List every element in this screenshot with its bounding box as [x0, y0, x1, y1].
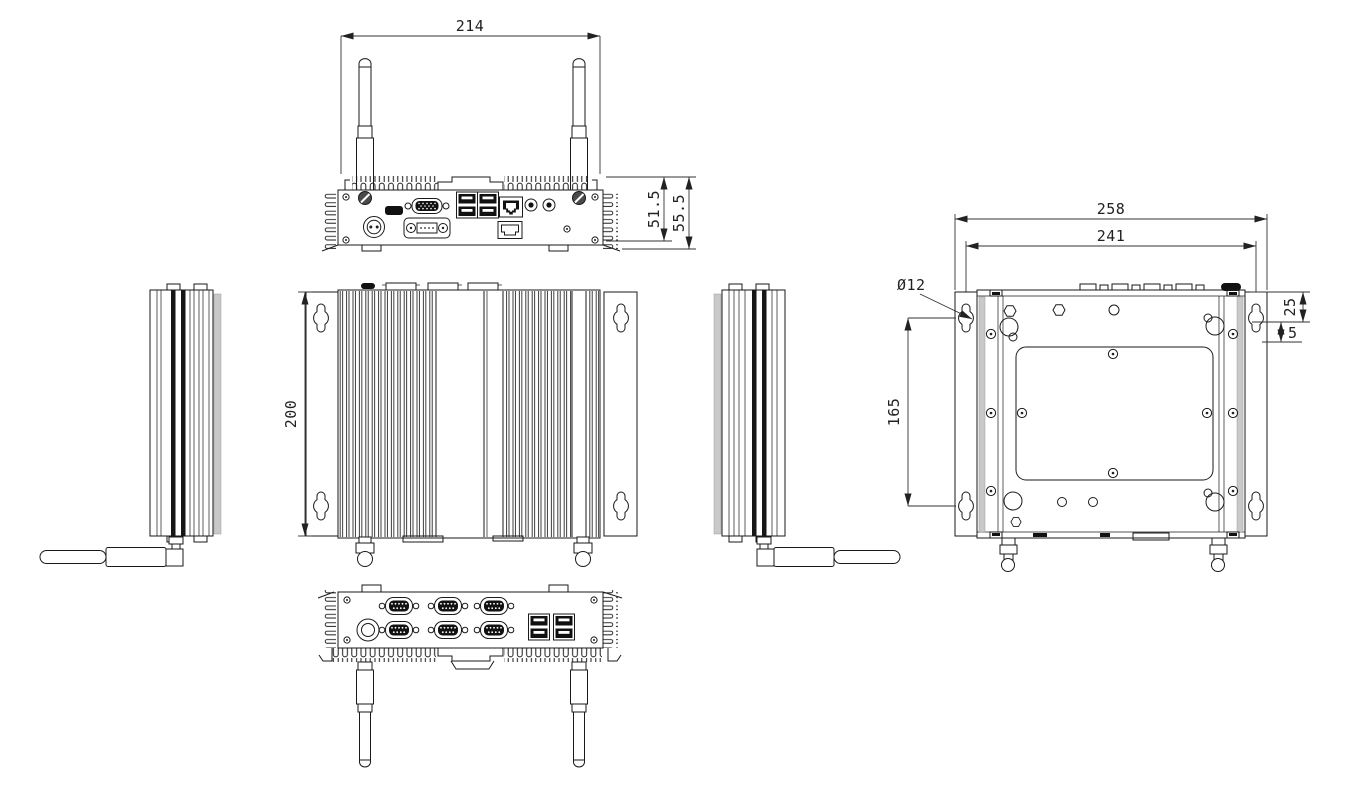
bottom-view: 258 241 [885, 200, 1310, 572]
front-edge-connectors [989, 531, 1240, 572]
front-foot-left [361, 244, 382, 252]
access-panel [1015, 346, 1214, 481]
antenna-nut-icon [571, 190, 587, 206]
antenna-nut-icon [357, 190, 373, 206]
rear-antenna-left [356, 661, 374, 768]
dim-bottom-width-overall: 258 [954, 200, 1268, 290]
side-view-left [39, 283, 222, 567]
rear-power-connector [356, 618, 380, 642]
antenna-connector [999, 537, 1018, 572]
dim-bottom-mount-height: 165 [885, 317, 956, 507]
rear-side-fins-left [323, 590, 338, 648]
dim-label-51-5: 51.5 [645, 190, 663, 228]
rear-antenna-right [570, 661, 588, 768]
bottom-edge-connectors [355, 535, 593, 567]
dc-power-connector [363, 216, 385, 238]
mounting-bracket-right [1244, 291, 1268, 537]
front-view: 214 [321, 17, 696, 252]
rear-view [317, 584, 623, 768]
mounting-bracket-left [305, 291, 339, 537]
rear-heatsink-comb [318, 648, 622, 670]
usb-ports [456, 191, 499, 219]
dim-front-height-body: 51.5 [606, 176, 696, 250]
dim-label-55-5: 55.5 [670, 194, 688, 232]
lan-port-top [499, 196, 523, 218]
dim-front-height-total: 55.5 [670, 177, 693, 249]
antenna-connector [355, 536, 375, 567]
front-heatsink-comb [344, 176, 598, 190]
side-shade [213, 293, 222, 535]
terminal-block-connector [403, 217, 451, 239]
front-foot-right [548, 244, 569, 252]
front-bottom-flange [321, 244, 621, 252]
dim-label-241: 241 [1097, 227, 1126, 245]
mounting-bracket-left [954, 291, 978, 537]
chassis-holes [999, 304, 1225, 527]
rear-side-fins-right [603, 590, 618, 648]
rear-foot-left [361, 584, 382, 593]
dim-label-5: 5 [1288, 324, 1298, 342]
dim-label-dia12: Ø12 [897, 276, 926, 294]
antenna-connector [1209, 537, 1228, 572]
heatsink-fins [337, 289, 601, 539]
top-edge-connectors [361, 282, 502, 291]
side-view-right [713, 283, 901, 567]
side-antenna-left [39, 536, 184, 567]
dim-bracket-top-offset: 25 [1250, 291, 1310, 323]
dim-top-depth: 200 [282, 291, 312, 537]
top-view: 200 [282, 282, 638, 567]
antenna-connector [573, 536, 593, 567]
dim-hole-diameter: Ø12 [897, 276, 973, 320]
mounting-bracket-right [603, 291, 638, 537]
dim-bracket-edge-offset: 5 [1262, 322, 1302, 343]
side-shade [713, 293, 722, 535]
dim-label-25: 25 [1281, 297, 1299, 316]
lan-port-bottom [497, 221, 523, 239]
front-side-fins-right [603, 193, 618, 252]
side-antenna-right [756, 536, 901, 567]
dim-label-200: 200 [282, 400, 300, 429]
dim-label-165: 165 [885, 398, 903, 427]
dim-label-258: 258 [1097, 200, 1126, 218]
rear-foot-right [548, 584, 569, 593]
audio-jack-left [524, 198, 538, 212]
dim-label-214: 214 [456, 17, 485, 35]
dim-front-width: 214 [340, 17, 601, 174]
audio-jack-right [542, 198, 556, 212]
front-side-fins-left [323, 193, 338, 252]
rear-edge-connectors [989, 283, 1241, 297]
hdmi-port [385, 206, 403, 215]
